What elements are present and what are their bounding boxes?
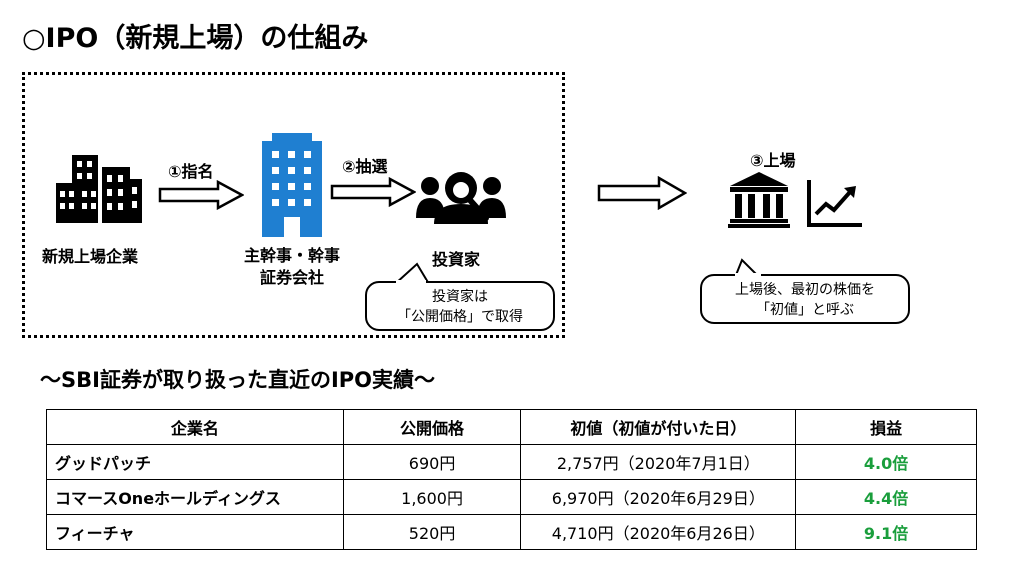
arrow-right-icon xyxy=(158,180,244,210)
underwriter-label-line1: 主幹事・幹事 xyxy=(243,246,340,265)
arrow-right-icon xyxy=(597,176,687,210)
table-header-row: 企業名 公開価格 初値（初値が付いた日） 損益 xyxy=(46,409,977,445)
table-row: グッドパッチ 690円 2,757円（2020年7月1日） 4.0倍 xyxy=(46,444,977,480)
initial-price: 2,757円（2020年7月1日） xyxy=(520,444,797,480)
gain-multiple: 4.0倍 xyxy=(795,444,977,480)
results-subtitle: ～SBI証券が取り扱った直近のIPO実績～ xyxy=(40,368,435,392)
company-name: コマースOneホールディングス xyxy=(46,479,344,515)
initial-price: 4,710円（2020年6月26日） xyxy=(520,514,797,550)
table-row: フィーチャ 520円 4,710円（2020年6月26日） 9.1倍 xyxy=(46,514,977,550)
gain-multiple: 4.4倍 xyxy=(795,479,977,515)
header-company: 企業名 xyxy=(46,409,344,445)
initial-price: 6,970円（2020年6月29日） xyxy=(520,479,797,515)
header-initial-price: 初値（初値が付いた日） xyxy=(520,409,797,445)
buildings-icon xyxy=(56,155,142,223)
company-name: フィーチャ xyxy=(46,514,344,550)
arrow-right-icon xyxy=(330,177,416,207)
bank-icon xyxy=(728,172,790,228)
callout-tail-mask xyxy=(735,273,761,276)
listing-callout-line2: 「初値」と呼ぶ xyxy=(756,302,854,318)
underwriter-label-line2: 証券会社 xyxy=(259,268,324,287)
offer-price: 520円 xyxy=(342,514,522,550)
step2-label: ②抽選 xyxy=(342,157,388,176)
callout-tail-mask xyxy=(396,280,426,283)
company-name: グッドパッチ xyxy=(46,444,344,480)
header-gain: 損益 xyxy=(795,409,977,445)
offer-price: 1,600円 xyxy=(342,479,522,515)
step3-label: ③上場 xyxy=(750,151,796,170)
header-offer-price: 公開価格 xyxy=(342,409,522,445)
ipo-process-box xyxy=(22,72,565,338)
callout-tail xyxy=(394,262,430,284)
investor-callout: 投資家は 「公開価格」で取得 xyxy=(365,281,555,331)
table-row: コマースOneホールディングス 1,600円 6,970円（2020年6月29日… xyxy=(46,479,977,515)
listing-callout-line1: 上場後、最初の株価を xyxy=(735,282,875,298)
underwriter-label: 主幹事・幹事 証券会社 xyxy=(234,245,350,289)
gain-multiple: 9.1倍 xyxy=(795,514,977,550)
chart-up-icon xyxy=(807,180,862,227)
step1-label: ①指名 xyxy=(168,162,214,181)
investor-label: 投資家 xyxy=(432,250,481,269)
offer-price: 690円 xyxy=(342,444,522,480)
ipo-results-table: 企業名 公開価格 初値（初値が付いた日） 損益 グッドパッチ 690円 2,75… xyxy=(46,409,977,550)
page-title: ○IPO（新規上場）の仕組み xyxy=(22,23,369,54)
office-tower-icon xyxy=(262,133,322,237)
listing-callout: 上場後、最初の株価を 「初値」と呼ぶ xyxy=(700,274,910,324)
investor-callout-line1: 投資家は xyxy=(432,289,488,305)
company-label: 新規上場企業 xyxy=(42,247,139,266)
investor-callout-line2: 「公開価格」で取得 xyxy=(397,309,523,325)
investors-search-icon xyxy=(416,172,506,224)
